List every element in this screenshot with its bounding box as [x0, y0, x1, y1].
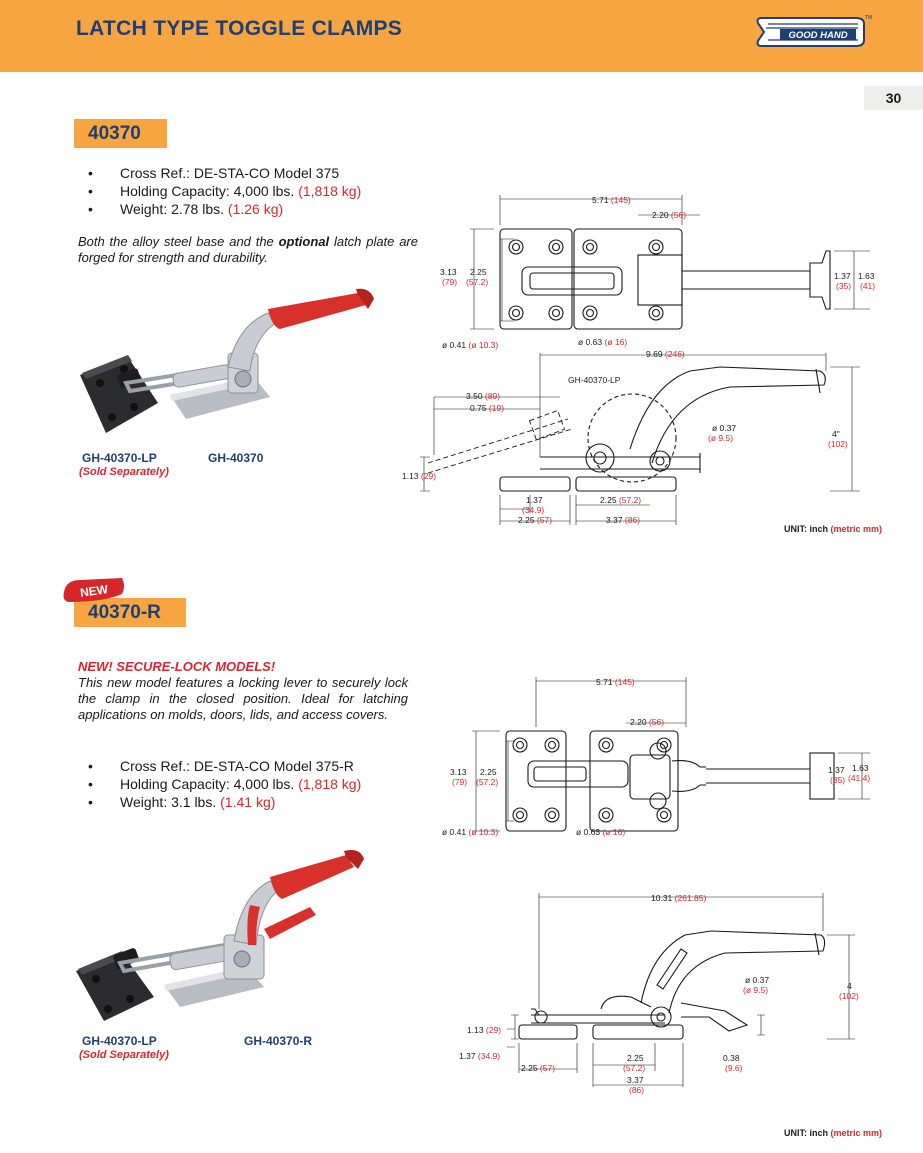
part-label-lp: GH-40370-LP [82, 1034, 157, 1048]
dim-label: 9.69 (246) [646, 349, 685, 359]
logo-text: GOOD HAND [788, 30, 847, 41]
product-photo-40370 [80, 288, 374, 433]
dim-label: (57.2) [466, 277, 488, 287]
spec-list-40370: Cross Ref.: DE-STA-CO Model 375 Holding … [78, 164, 361, 218]
page-title: LATCH TYPE TOGGLE CLAMPS [76, 17, 403, 40]
dim-label: 2.25 (57) [518, 515, 552, 525]
dim-label: 5.71 (145) [596, 677, 635, 687]
spec-item: Holding Capacity: 4,000 lbs. (1,818 kg) [78, 775, 361, 793]
description-40370: Both the alloy steel base and the option… [78, 234, 418, 265]
dim-label: (79) [442, 277, 457, 287]
dim-label: 1.13 (29) [467, 1025, 501, 1035]
part-note-sold-separately: (Sold Separately) [79, 1049, 169, 1061]
dim-label: 3.50 (89) [466, 391, 500, 401]
dim-label: ø 0.37 [712, 423, 736, 433]
dim-label: (41.4) [848, 773, 870, 783]
unit-note: UNIT: inch (metric mm) [784, 524, 883, 534]
dim-label: (86) [629, 1085, 644, 1095]
dim-label: 1.63 [852, 763, 869, 773]
dim-label: (ø 9.5) [708, 433, 733, 443]
dim-label: (102) [828, 439, 848, 449]
dim-label: 3.13 [450, 767, 467, 777]
dim-label: ø 0.37 [745, 975, 769, 985]
dim-label: (9.6) [725, 1063, 743, 1073]
part-label-clamp: GH-40370-R [244, 1034, 313, 1048]
dim-label: (102) [839, 991, 859, 1001]
page-header: LATCH TYPE TOGGLE CLAMPS GOOD HAND TM [0, 0, 923, 72]
product-photo-40370-r [76, 850, 364, 1021]
dim-label: 2.20 (56) [630, 717, 664, 727]
page-number: 30 [864, 86, 923, 110]
spec-item: Weight: 2.78 lbs. (1.26 kg) [78, 200, 361, 218]
spec-item: Cross Ref.: DE-STA-CO Model 375 [78, 164, 361, 182]
dim-label: (41) [860, 281, 875, 291]
secure-lock-heading: NEW! SECURE-LOCK MODELS! [78, 659, 276, 674]
dim-label: 1.13 (29) [402, 471, 436, 481]
dim-label: 3.13 [440, 267, 457, 277]
part-note-sold-separately: (Sold Separately) [79, 466, 169, 478]
dim-label: 2.20 (56) [652, 210, 686, 220]
dim-label: ø 0.41 (ø 10.3) [442, 827, 498, 837]
part-label-lp: GH-40370-LP [82, 451, 157, 465]
dim-label: 3.37 [627, 1075, 644, 1085]
drawing-label: GH-40370-LP [568, 375, 621, 385]
dim-label: (35) [836, 281, 851, 291]
dim-label: ø 0.63 (ø 16) [578, 337, 627, 347]
model-badge-40370: 40370 [74, 119, 167, 148]
new-badge: NEW [63, 578, 124, 602]
dim-label: 5.71 (145) [592, 195, 631, 205]
spec-list-40370-r: Cross Ref.: DE-STA-CO Model 375-R Holdin… [78, 757, 361, 811]
dim-label: 4" [832, 429, 840, 439]
part-label-clamp: GH-40370 [208, 451, 264, 465]
dim-label: (57.2) [476, 777, 498, 787]
unit-note: UNIT: inch (metric mm) [784, 1128, 883, 1138]
dim-label: (34.9) [522, 505, 544, 515]
drawing-top-view-40370: 5.71 (145) 2.20 (56) 3.13 (79) 2.25 (57.… [440, 195, 875, 350]
dim-label: ø 0.63 (ø 16) [576, 827, 625, 837]
dim-label: 2.25 [480, 767, 497, 777]
dim-label: 2.25 [470, 267, 487, 277]
model-badge-40370-r: 40370-R [74, 598, 186, 627]
dim-label: ø 0.41 (ø 10.3) [442, 340, 498, 350]
good-hand-logo: GOOD HAND TM [756, 15, 872, 47]
trademark-mark: TM [865, 15, 872, 21]
dim-label: (35) [830, 775, 845, 785]
dim-label: 3.37 (86) [606, 515, 640, 525]
description-40370-r: This new model features a locking lever … [78, 675, 408, 722]
dim-label: 0.38 [723, 1053, 740, 1063]
dim-label: 1.63 [858, 271, 875, 281]
spec-item: Cross Ref.: DE-STA-CO Model 375-R [78, 757, 361, 775]
spec-item: Weight: 3.1 lbs. (1.41 kg) [78, 793, 361, 811]
spec-item: Holding Capacity: 4,000 lbs. (1,818 kg) [78, 182, 361, 200]
dim-label: 1.37 [834, 271, 851, 281]
dim-label: (57.2) [623, 1063, 645, 1073]
dim-label: 10.31 (261.85) [651, 893, 706, 903]
dim-label: 1.37 [828, 765, 845, 775]
dim-label: 4 [847, 981, 852, 991]
new-badge-text: NEW [79, 582, 109, 600]
dim-label: 2.25 (57) [521, 1063, 555, 1073]
dim-label: 1.37 (34.9) [459, 1051, 500, 1061]
dim-label: 2.25 [627, 1053, 644, 1063]
dim-label: (79) [452, 777, 467, 787]
dim-label: 1.37 [526, 495, 543, 505]
dim-label: 2.25 (57.2) [600, 495, 641, 505]
drawing-side-view-40370: 9.69 (246) GH-40370-LP 3.50 (89) 0.75 (1… [402, 349, 860, 525]
dim-label: (ø 9.5) [743, 985, 768, 995]
drawing-top-view-40370-r: 5.71 (145) 2.20 (56) 3.13 (79) 2.25 (57.… [442, 677, 870, 837]
dim-label: 0.75 (19) [470, 403, 504, 413]
drawing-side-view-40370-r: 10.31 (261.85) ø 0.37 (ø 9.5) 4 (102) 1.… [459, 893, 859, 1095]
